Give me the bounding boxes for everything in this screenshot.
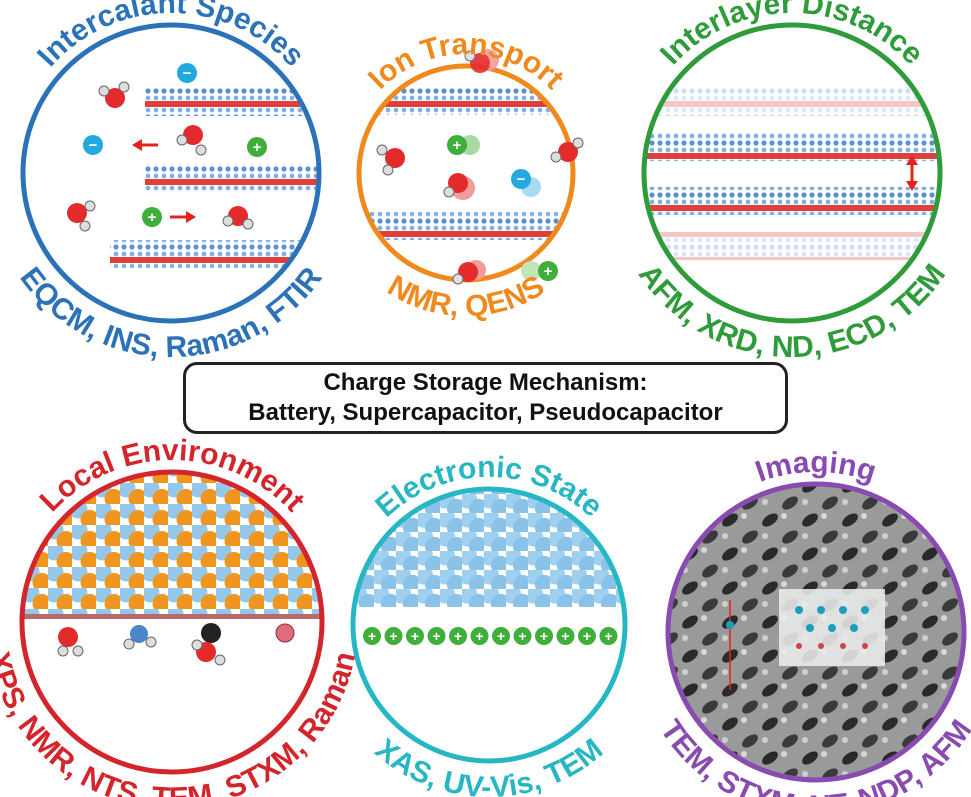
cation-sign: + — [497, 628, 505, 644]
mxene-layer — [644, 133, 940, 161]
cation-icon — [513, 627, 532, 645]
ammonium-molecule — [123, 625, 157, 650]
cation-sign: + — [540, 628, 548, 644]
mxene-layer — [145, 88, 319, 116]
cation-sign: + — [518, 628, 526, 644]
ion-icon — [275, 623, 295, 643]
panel-imaging — [665, 481, 967, 783]
double-arrow-icon — [906, 155, 918, 191]
cation-sign: + — [544, 263, 553, 280]
panel-title-text: Ion Transport — [362, 28, 570, 96]
arrow-left-icon — [132, 139, 158, 151]
cation-icon — [492, 627, 510, 645]
cation-sign: + — [411, 628, 419, 644]
water-molecule — [464, 49, 499, 73]
cation-icon — [427, 627, 446, 645]
surface-termination — [22, 614, 322, 619]
mxene-layer-ghost — [644, 88, 940, 116]
cation-sign: + — [561, 628, 569, 644]
panel-methods-text: AFM, XRD, ND, ECD, TEM — [632, 258, 952, 364]
hydroxyl-molecule — [191, 623, 226, 666]
mxene-layer — [145, 164, 319, 192]
water-molecule — [443, 173, 475, 200]
arrow-right-icon — [170, 211, 196, 223]
panel-circle — [665, 481, 967, 783]
anion-icon: − — [511, 169, 541, 197]
cation-sign: + — [389, 628, 397, 644]
anion-sign: − — [183, 65, 192, 82]
water-molecule — [98, 81, 130, 108]
panel-methods: XPS, NMR, NTS, TEM, STXM, Raman — [0, 649, 362, 797]
panel-methods: AFM, XRD, ND, ECD, TEM — [632, 258, 952, 364]
cation-icon: + — [247, 137, 267, 157]
cation-sign: + — [148, 209, 157, 226]
panel-methods: XAS, UV-Vis, TEM — [369, 732, 609, 797]
cation-icon — [599, 627, 618, 645]
water-molecule — [550, 137, 584, 163]
mxene-layer-ghost — [644, 232, 940, 260]
mechanism-box: Charge Storage Mechanism: Battery, Super… — [183, 362, 788, 434]
anion-icon: − — [83, 135, 103, 155]
anion-sign: − — [517, 171, 526, 188]
panel-methods-text: EQCM, INS, Raman, FTIR — [13, 261, 328, 364]
cation-icon — [363, 627, 381, 645]
mxene-layer — [644, 187, 940, 215]
panel-circle — [20, 22, 322, 324]
water-molecule — [452, 260, 486, 285]
cation-sign: + — [453, 137, 462, 154]
panel-methods-text: XAS, UV-Vis, TEM — [369, 732, 609, 797]
cation-icon — [406, 627, 424, 645]
anion-icon: − — [177, 63, 197, 83]
cation-sign: + — [604, 628, 612, 644]
cation-icon: + — [142, 207, 162, 227]
cation-icon — [470, 627, 489, 645]
panel-circle — [350, 486, 628, 764]
panel-methods-text: XPS, NMR, NTS, TEM, STXM, Raman — [0, 649, 362, 797]
mxene-layer — [359, 212, 573, 240]
cation-sign: + — [253, 139, 262, 156]
water-molecule — [67, 200, 96, 232]
structure-atoms — [795, 606, 869, 649]
cation-sign: + — [454, 628, 462, 644]
cation-icon — [578, 627, 596, 645]
water-molecule — [222, 206, 254, 230]
panel-interlayer-distance — [641, 22, 943, 324]
panel-intercalant-species: − − + + — [20, 22, 322, 324]
panel-circle — [19, 469, 325, 775]
profile-marker — [726, 621, 734, 629]
cation-icon — [449, 627, 467, 645]
cation-icon — [384, 627, 403, 645]
cation-icon: + — [521, 261, 558, 281]
panel-title: Ion Transport — [362, 28, 570, 96]
mechanism-types: Battery, Supercapacitor, Pseudocapacitor — [248, 399, 723, 426]
mxene-layer — [110, 240, 319, 268]
water-molecule — [376, 144, 405, 176]
cation-icon — [535, 627, 553, 645]
electron-layer — [353, 607, 625, 613]
cation-icon: + — [447, 135, 480, 155]
cation-sign: + — [368, 628, 376, 644]
cation-row: + + + + + + + + + + + + — [363, 627, 618, 645]
panel-methods: EQCM, INS, Raman, FTIR — [13, 261, 328, 364]
cation-sign: + — [475, 628, 483, 644]
cation-sign: + — [583, 628, 591, 644]
cation-sign: + — [432, 628, 440, 644]
water-molecule — [57, 627, 84, 657]
anion-sign: − — [89, 137, 98, 154]
mechanism-title: Charge Storage Mechanism: — [323, 369, 648, 396]
panel-local-environment — [19, 469, 325, 775]
panel-ion-transport: + − + — [356, 49, 584, 285]
water-molecule — [176, 125, 207, 156]
cation-icon — [556, 627, 575, 645]
panel-circle — [641, 22, 943, 324]
